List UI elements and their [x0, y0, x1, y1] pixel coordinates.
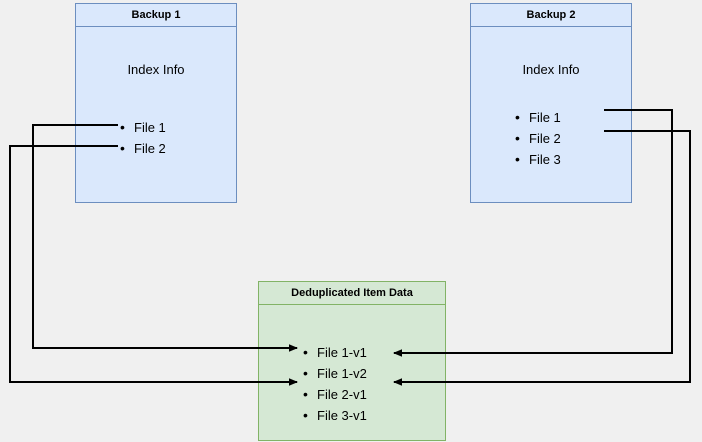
backup1-body	[76, 26, 236, 202]
list-item: File 1	[118, 117, 166, 138]
backup1-file-list: File 1 File 2	[118, 117, 166, 159]
backup2-box: Backup 2 Index Info File 1 File 2 File 3	[470, 3, 632, 203]
list-item: File 2-v1	[301, 384, 367, 405]
backup1-heading: Index Info	[127, 62, 185, 77]
list-item: File 3	[513, 149, 561, 170]
list-item: File 1-v1	[301, 342, 367, 363]
backup2-heading: Index Info	[522, 62, 580, 77]
backup2-title: Backup 2	[526, 9, 576, 21]
dedup-item-list: File 1-v1 File 1-v2 File 2-v1 File 3-v1	[301, 342, 367, 426]
list-item: File 3-v1	[301, 405, 367, 426]
list-item: File 1	[513, 107, 561, 128]
list-item: File 2	[118, 138, 166, 159]
dedup-title: Deduplicated Item Data	[291, 287, 413, 299]
list-item: File 2	[513, 128, 561, 149]
backup1-title: Backup 1	[131, 9, 181, 21]
dedup-box: Deduplicated Item Data File 1-v1 File 1-…	[258, 281, 446, 441]
backup1-box: Backup 1 Index Info File 1 File 2	[75, 3, 237, 203]
list-item: File 1-v2	[301, 363, 367, 384]
backup2-file-list: File 1 File 2 File 3	[513, 107, 561, 170]
